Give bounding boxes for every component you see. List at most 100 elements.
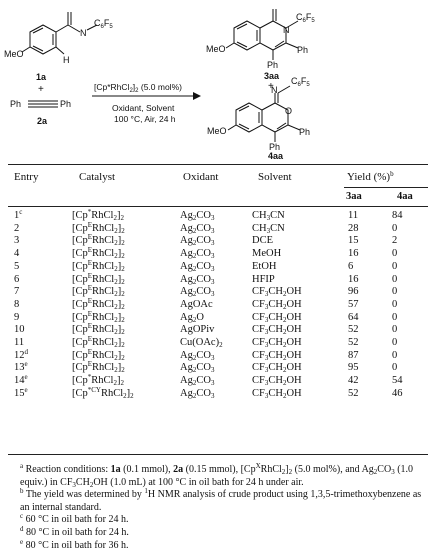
cell-catalyst: [CpERhCl2]2 <box>72 246 125 261</box>
cell-oxidant: Ag2CO3 <box>180 260 215 273</box>
cell-entry: 12d <box>14 347 28 361</box>
product-4aa-meo: MeO <box>207 126 227 136</box>
cell-yield-3aa: 16 <box>348 273 359 285</box>
cell-oxidant: Ag2CO3 <box>180 210 215 222</box>
cell-oxidant: Ag2CO3 <box>180 248 215 261</box>
cell-solvent: CF3CH2OH <box>252 362 302 375</box>
footnote-c: c 60 °C in oil bath for 24 h. <box>20 512 129 526</box>
cell-entry: 10 <box>14 324 25 336</box>
table-bottom-rule <box>8 454 428 455</box>
cell-catalyst: [CpERhCl2]2 <box>72 335 125 350</box>
cell-oxidant: Ag2O <box>180 311 204 324</box>
compound-label-3aa: 3aa <box>264 71 280 81</box>
product-4aa-ph2: Ph <box>269 142 280 152</box>
substrate-c6f5: C6F5 <box>94 18 113 30</box>
cell-solvent: CF3CH2OH <box>252 349 302 362</box>
cell-oxidant: Ag2CO3 <box>180 286 215 299</box>
cell-yield-3aa: 42 <box>348 375 359 387</box>
cell-entry: 2 <box>14 222 20 234</box>
yield-subheader-rule <box>344 187 428 188</box>
product-3aa-ph2: Ph <box>267 60 278 70</box>
cell-oxidant: Ag2CO3 <box>180 387 215 400</box>
compound-label-4aa: 4aa <box>268 151 284 160</box>
cell-oxidant: Ag2CO3 <box>180 235 215 248</box>
table-top-rule <box>8 164 428 165</box>
cell-yield-4aa: 54 <box>392 375 403 387</box>
cell-catalyst: [CpERhCl2]2 <box>72 233 125 248</box>
catalyst-condition: [Cp*RhCl2]2 (5.0 mol%) <box>94 82 182 94</box>
product-plus-sign: + <box>268 81 274 92</box>
cell-entry: 9 <box>14 311 20 323</box>
cell-yield-4aa: 0 <box>392 273 398 285</box>
substrate-structure <box>21 12 98 55</box>
cell-entry: 3 <box>14 235 20 247</box>
cell-catalyst: [CpERhCl2]2 <box>72 322 125 337</box>
footnote-e: e 80 °C in oil bath for 36 h. <box>20 537 129 551</box>
cell-yield-3aa: 57 <box>348 298 359 310</box>
alkyne-triple-bond <box>28 100 58 108</box>
product-4aa-ph1: Ph <box>299 127 310 137</box>
footnotes: a Reaction conditions: 1a (0.1 mmol), 2a… <box>8 463 428 552</box>
header-yield: Yield (%)b <box>347 170 394 184</box>
cell-oxidant: Ag2CO3 <box>180 375 215 388</box>
cell-catalyst: [Cp*CYRhCl2]2 <box>72 385 134 400</box>
cell-solvent: CF3CH2OH <box>252 337 302 350</box>
cell-yield-4aa: 0 <box>392 248 398 260</box>
cell-entry: 6 <box>14 273 20 285</box>
cell-catalyst: [CpERhCl2]2 <box>72 360 125 375</box>
cell-yield-3aa: 64 <box>348 311 359 323</box>
cell-yield-3aa: 52 <box>348 387 359 399</box>
header-entry: Entry <box>14 171 39 183</box>
cell-entry: 5 <box>14 260 20 272</box>
cell-catalyst: [CpERhCl2]2 <box>72 284 125 299</box>
cell-catalyst: [CpERhCl2]2 <box>72 296 125 311</box>
cell-catalyst: [CpERhCl2]2 <box>72 309 125 324</box>
cell-yield-3aa: 52 <box>348 337 359 349</box>
cell-oxidant: Ag2CO3 <box>180 273 215 286</box>
header-3aa: 3aa <box>346 191 362 202</box>
cell-entry: 13e <box>14 360 28 374</box>
cell-solvent: CH3CN <box>252 222 285 235</box>
cell-yield-4aa: 2 <box>392 235 398 247</box>
alkyne-ph-left: Ph <box>10 99 21 109</box>
cell-yield-3aa: 87 <box>348 349 359 361</box>
compound-label-2a: 2a <box>37 116 48 126</box>
cell-oxidant: AgOPiv <box>180 324 215 336</box>
cell-entry: 14e <box>14 373 28 387</box>
condition-line-2: 100 °C, Air, 24 h <box>114 114 176 124</box>
reaction-arrow <box>92 92 201 100</box>
cell-entry: 15e <box>14 385 28 399</box>
cell-yield-3aa: 52 <box>348 324 359 336</box>
product-4aa-structure <box>227 85 301 142</box>
cell-yield-4aa: 0 <box>392 222 398 234</box>
cell-oxidant: Cu(OAc)2 <box>180 337 223 350</box>
table-header-rule <box>8 206 428 207</box>
cell-yield-3aa: 96 <box>348 286 359 298</box>
footnote-d: d 80 °C in oil bath for 24 h. <box>20 524 129 538</box>
cell-entry: 11 <box>14 337 25 349</box>
cell-catalyst: [CpERhCl2]2 <box>72 347 125 362</box>
cell-solvent: HFIP <box>252 273 275 285</box>
cell-solvent: CF3CH2OH <box>252 324 302 337</box>
cell-solvent: DCE <box>252 235 273 247</box>
header-oxidant: Oxidant <box>183 171 219 183</box>
cell-yield-3aa: 15 <box>348 235 359 247</box>
reaction-scheme: MeO N H C6F5 1a + Ph Ph 2a [Cp*RhCl2]2 (… <box>4 9 315 160</box>
cell-catalyst: [Cp*RhCl2]2 <box>72 208 124 222</box>
header-4aa: 4aa <box>397 191 413 202</box>
cell-catalyst: [CpERhCl2]2 <box>72 220 125 235</box>
cell-solvent: CF3CH2OH <box>252 387 302 400</box>
